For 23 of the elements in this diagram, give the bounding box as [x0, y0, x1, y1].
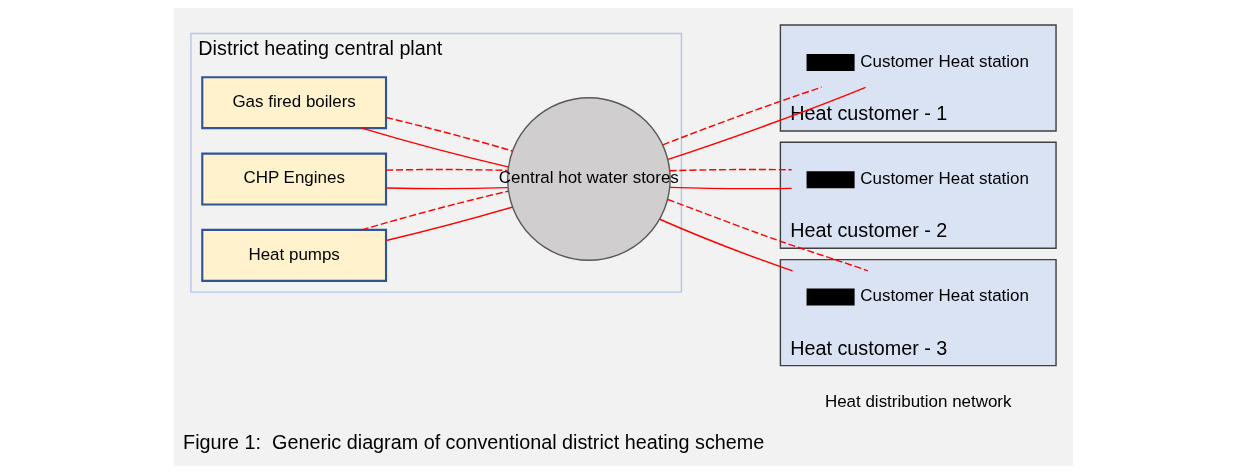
connector — [385, 206, 514, 242]
node-label: Customer Heat station — [860, 169, 1029, 189]
connector — [659, 218, 794, 272]
connector — [361, 190, 509, 231]
connector — [385, 168, 509, 172]
node-box: Heat pumps — [201, 228, 388, 282]
node-bar — [806, 288, 855, 306]
node-box: Gas fired boilers — [201, 76, 388, 130]
label: Heat distribution network — [824, 391, 1012, 411]
connector — [385, 186, 509, 190]
node-box: CHP Engines — [201, 152, 388, 206]
connector — [385, 116, 514, 152]
node-label: Customer Heat station — [860, 286, 1029, 306]
node-bar — [806, 53, 855, 71]
connector — [361, 127, 509, 168]
node-bar — [806, 171, 855, 189]
connector — [667, 198, 869, 272]
caption: Figure 1: Generic diagram of conventional district heating scheme — [183, 431, 765, 454]
connector — [667, 86, 867, 161]
connector — [669, 186, 793, 190]
connector — [662, 86, 823, 146]
connector — [669, 168, 793, 172]
node-label: Customer Heat station — [860, 51, 1029, 71]
